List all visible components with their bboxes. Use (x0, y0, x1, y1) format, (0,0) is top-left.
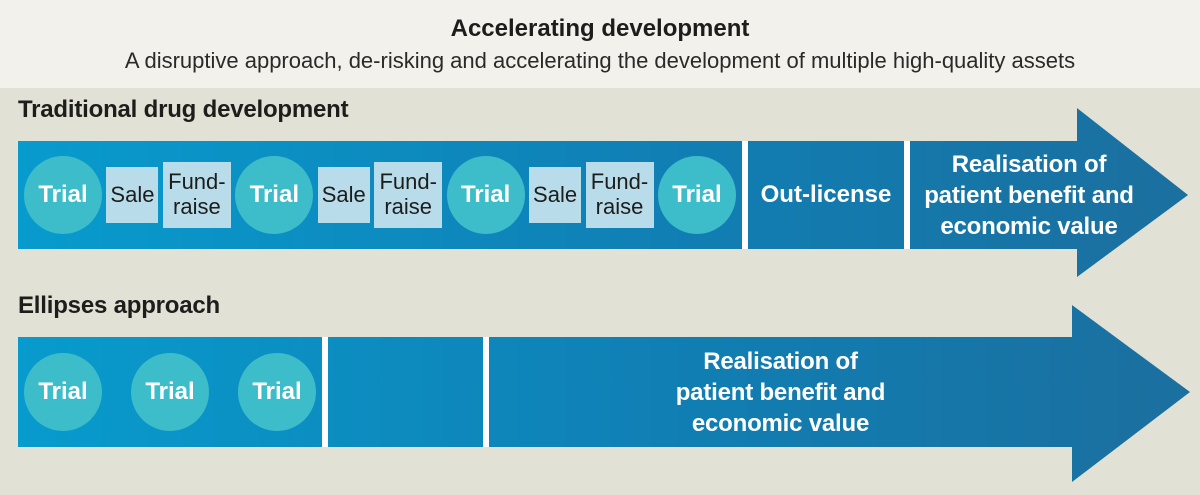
section-heading-ellipses: Ellipses approach (18, 292, 221, 319)
sale-label: Sale (533, 181, 578, 207)
trial-circle: Trial (24, 353, 102, 431)
realisation-line: economic value (940, 212, 1118, 240)
figure-header: Accelerating development A disruptive ap… (0, 0, 1200, 88)
realisation-segment: Realisation of patient benefit and econo… (489, 337, 1072, 447)
segment-divider (322, 337, 328, 447)
realisation-line: patient benefit and (675, 378, 886, 406)
trial-label: Trial (38, 378, 88, 405)
trial-circle: Trial (131, 353, 209, 431)
segment-divider (904, 141, 910, 249)
realisation-line: Realisation of (703, 347, 858, 375)
trial-sale-fundraise-sequence: Trial Sale Fund-raise Trial Sale Fund-ra… (18, 141, 742, 249)
trial-circle: Trial (24, 156, 102, 234)
segment-divider (742, 141, 748, 249)
fundraise-label: Fund-raise (168, 169, 226, 219)
trial-sequence: Trial Trial Trial (18, 337, 322, 447)
sale-box: Sale (317, 167, 370, 223)
trial-circle: Trial (657, 156, 736, 234)
sale-label: Sale (110, 181, 155, 207)
trial-label: Trial (460, 181, 511, 208)
trial-circle: Trial (238, 353, 316, 431)
ellipses-arrow: Trial Trial Trial Out-license Realisatio… (18, 304, 1196, 483)
trial-label: Trial (38, 181, 88, 208)
fundraise-label: Fund-raise (590, 169, 649, 219)
sale-box: Sale (529, 167, 582, 223)
segment-divider (483, 337, 489, 447)
trial-label: Trial (252, 378, 302, 405)
realisation-line: economic value (691, 409, 870, 437)
fundraise-box: Fund-raise (162, 162, 231, 228)
trial-label: Trial (145, 378, 195, 405)
figure-subtitle: A disruptive approach, de-risking and ac… (124, 48, 1076, 73)
traditional-arrow: Trial Sale Fund-raise Trial Sale Fund-ra… (18, 108, 1196, 278)
trial-circle: Trial (235, 156, 314, 234)
out-license-label: Out-license (760, 181, 892, 208)
out-license-segment: Out-license (748, 141, 904, 249)
trial-label: Trial (672, 181, 722, 208)
trial-label: Trial (249, 181, 299, 208)
realisation-line: patient benefit and (924, 181, 1134, 209)
realisation-line: Realisation of (951, 150, 1107, 178)
section-heading-traditional: Traditional drug development (18, 96, 349, 123)
realisation-segment: Realisation of patient benefit and econo… (906, 141, 1152, 249)
sale-box: Sale (106, 167, 159, 223)
sale-label: Sale (321, 181, 366, 207)
fundraise-box: Fund-raise (585, 162, 654, 228)
trial-circle: Trial (446, 156, 525, 234)
fundraise-box: Fund-raise (374, 162, 443, 228)
figure-title: Accelerating development (450, 15, 750, 42)
fundraise-label: Fund-raise (379, 169, 437, 219)
